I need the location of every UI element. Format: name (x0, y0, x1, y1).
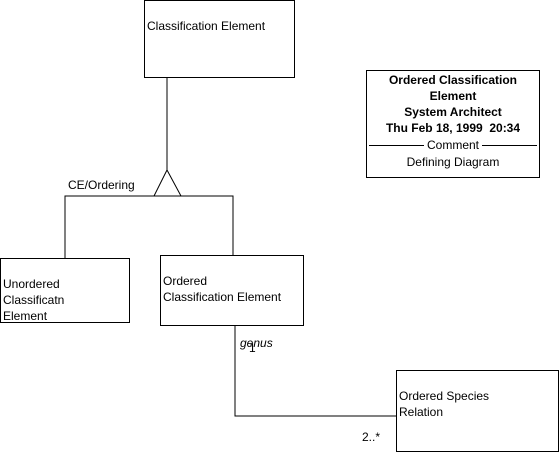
comment-rule-left (369, 144, 424, 146)
ordered-species-relation-label: Ordered Species Relation (399, 389, 490, 419)
unordered-classification-element-box[interactable]: Unordered Classificatn Element (0, 258, 130, 323)
association-line (234, 326, 398, 417)
near-multiplicity-label: 1 (249, 341, 256, 355)
far-multiplicity-label: 2..* (362, 430, 381, 444)
info-box-comment-separator: Comment (369, 137, 538, 153)
generalization-label: CE/Ordering (68, 178, 135, 192)
diagram-info-box: Ordered Classification Element System Ar… (366, 70, 540, 178)
info-box-description: Defining Diagram (406, 155, 500, 169)
ordered-classification-element-label: Ordered Classification Element (163, 274, 282, 304)
info-box-title: Ordered Classification Element (388, 73, 518, 103)
classification-element-box[interactable]: Classification Element (144, 0, 295, 78)
unordered-classification-element-label: Unordered Classificatn Element (3, 277, 65, 323)
ordered-species-relation-box[interactable]: Ordered Species Relation (396, 370, 559, 452)
inheritance-triangle (153, 168, 182, 197)
info-box-comment-label: Comment (427, 138, 480, 152)
comment-rule-right (482, 144, 538, 146)
ordered-classification-element-box[interactable]: Ordered Classification Element (160, 255, 304, 326)
classification-element-label: Classification Element (147, 19, 266, 33)
info-box-author: System Architect (404, 105, 502, 119)
inheritance-branch-line (64, 195, 234, 258)
association-role-label: genus (240, 336, 273, 350)
info-box-date: Thu Feb 18, 1999 20:34 (385, 121, 521, 135)
